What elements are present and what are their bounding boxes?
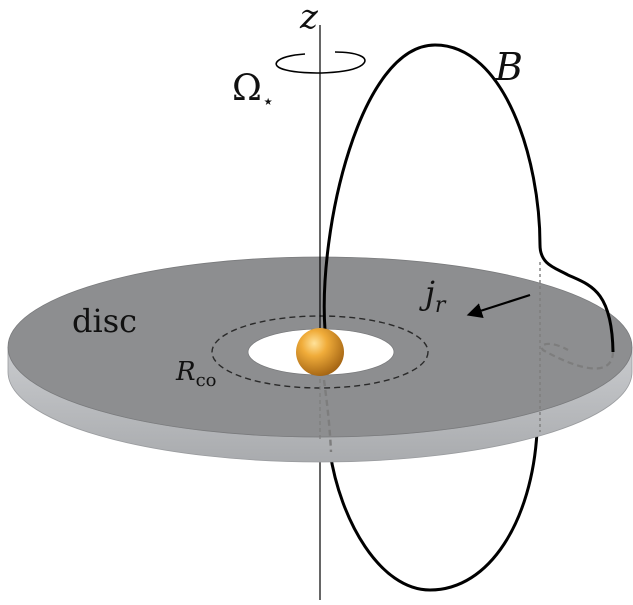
current-arrow: [466, 293, 531, 318]
corotation-label: Rco: [175, 357, 217, 391]
corotation-symbol: R: [175, 357, 196, 387]
field-label: B: [494, 45, 523, 89]
omega-subscript: ⋆: [262, 89, 275, 113]
z-axis-label: z: [299, 0, 319, 37]
field-line-lower: [328, 431, 539, 592]
current-subscript: r: [435, 293, 447, 318]
omega-symbol: Ω: [232, 68, 262, 109]
field-arrow-upper-right: [494, 97, 497, 108]
rotation-arrow: [275, 51, 366, 74]
disc-label: disc: [72, 302, 137, 340]
omega-label: Ω⋆: [232, 68, 274, 113]
corotation-subscript: co: [196, 370, 217, 391]
disc-top: [7, 256, 633, 438]
star: [296, 328, 344, 376]
field-line-upper: [322, 43, 615, 353]
